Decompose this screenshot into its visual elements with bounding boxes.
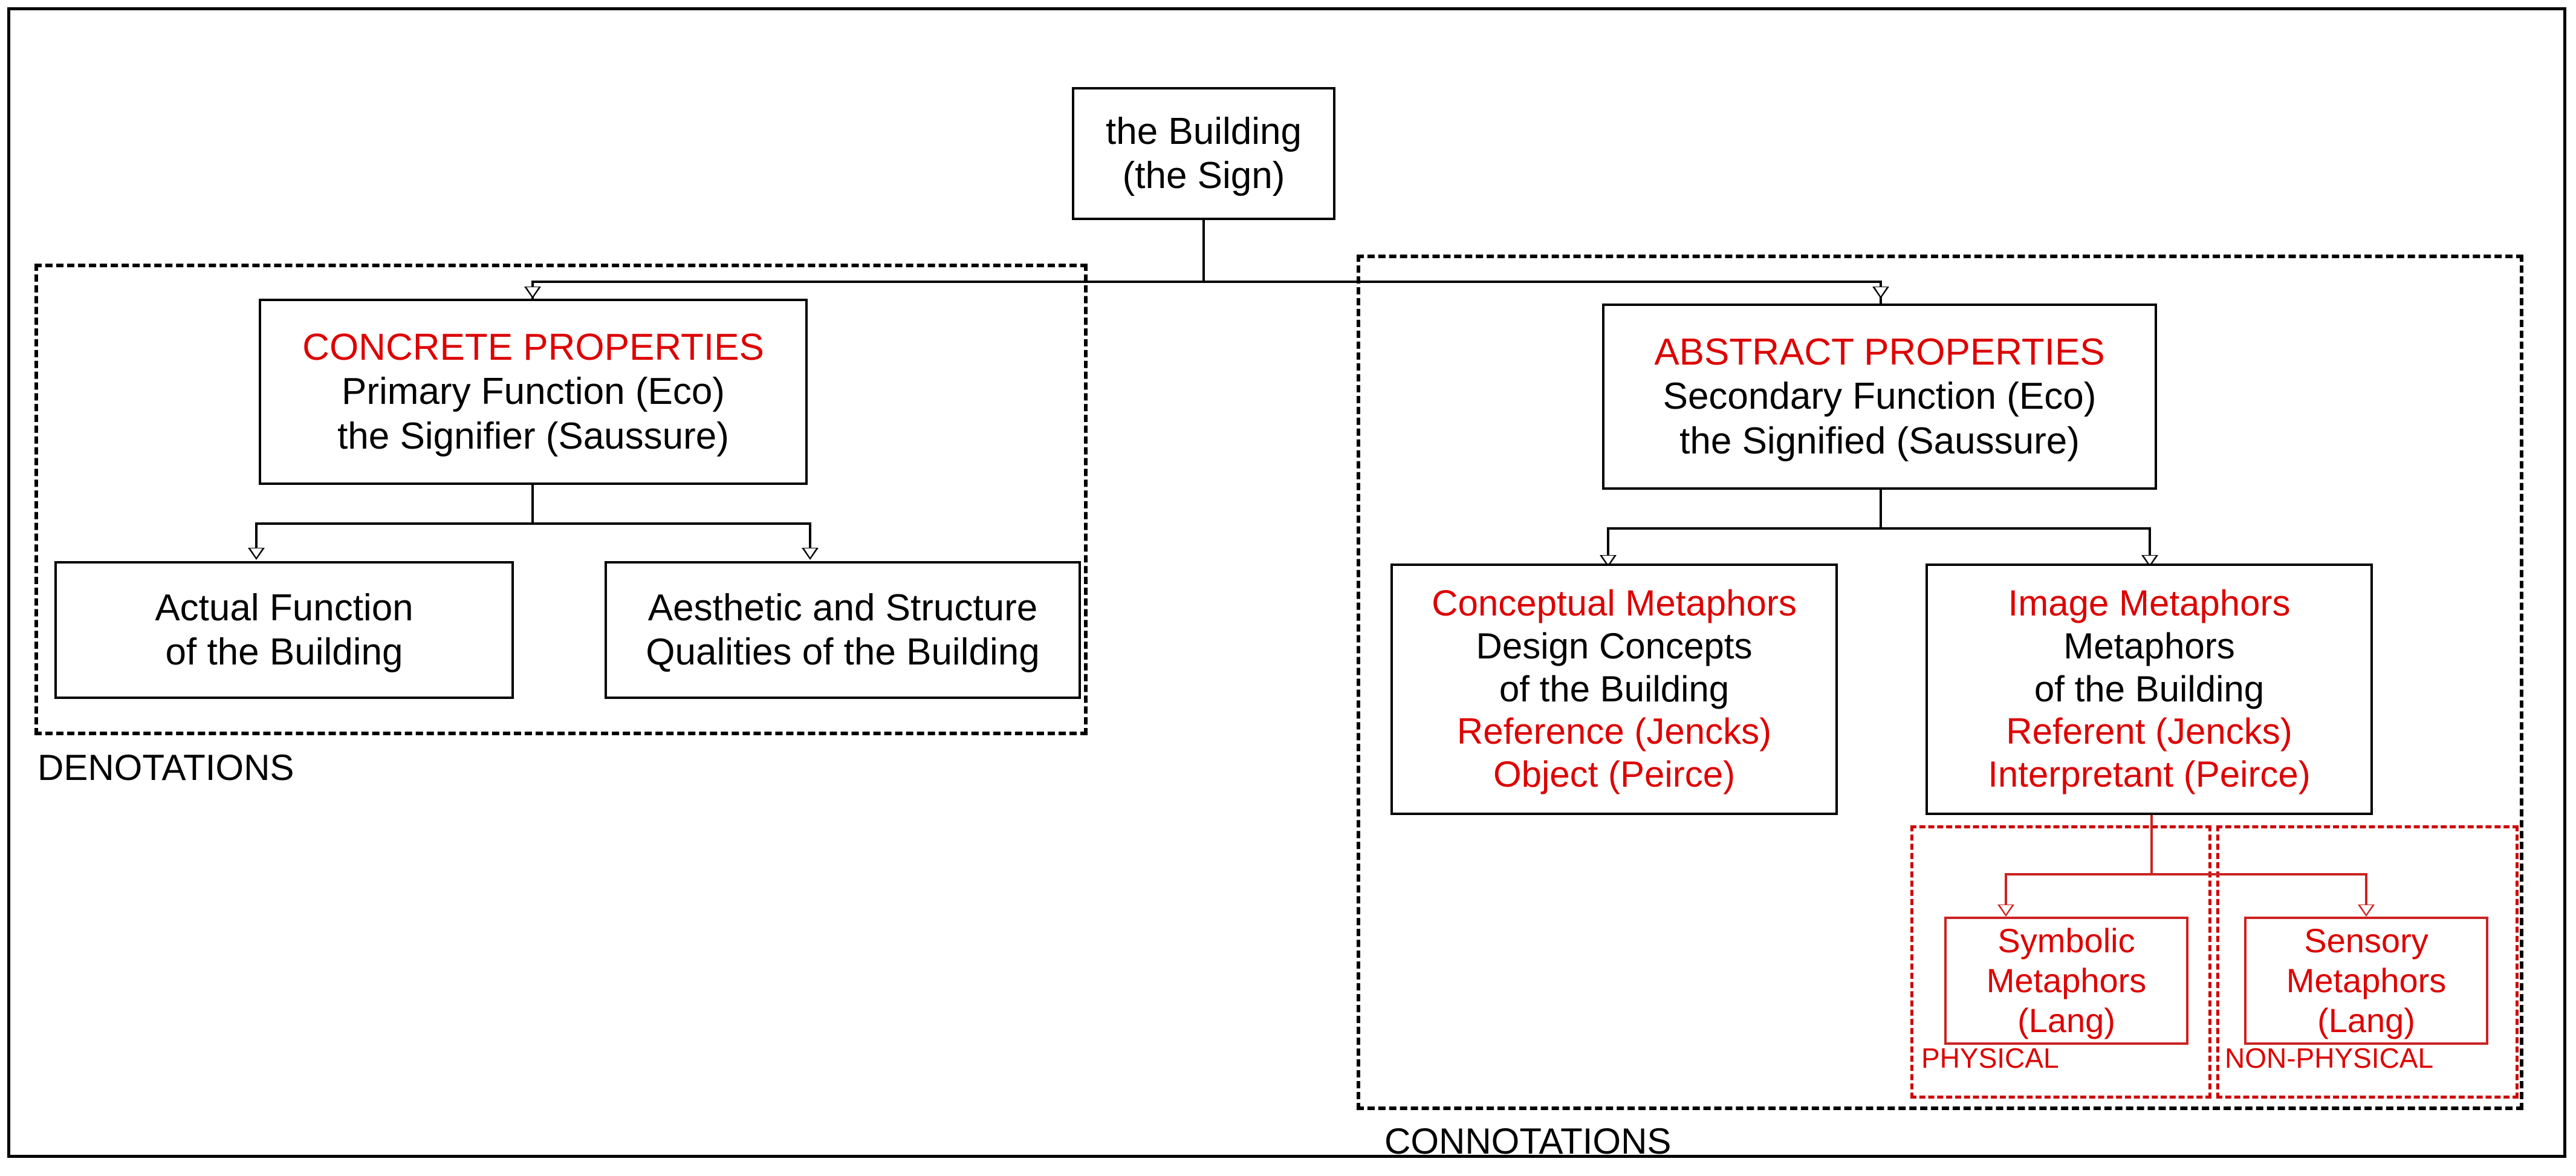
connector-root-bus (531, 281, 1882, 283)
connector-root-right-drop (1880, 281, 1882, 318)
node-the-building-sign[interactable]: the Building (the Sign) (1072, 87, 1335, 220)
node-image-metaphors[interactable]: Image Metaphors Metaphors of the Buildin… (1926, 564, 2373, 815)
node-conceptual-metaphors[interactable]: Conceptual Metaphors Design Concepts of … (1390, 564, 1838, 815)
group-connotations (1357, 255, 2523, 1110)
node-actual-function[interactable]: Actual Function of the Building (54, 561, 514, 699)
connector-abstract-bus (1607, 527, 2151, 530)
node-line: Secondary Function (Eco) (1663, 375, 2097, 418)
node-line: CONCRETE PROPERTIES (302, 326, 764, 369)
group-non-physical (2216, 825, 2519, 1099)
group-physical (1910, 825, 2211, 1099)
arrowhead-to-concrete-properties (524, 287, 541, 299)
node-symbolic-metaphors[interactable]: Symbolic Metaphors (Lang) (1944, 917, 2188, 1045)
node-line: of the Building (1499, 668, 1730, 709)
arrowhead-to-actual-function (248, 548, 265, 560)
node-line: (Lang) (2317, 1001, 2415, 1040)
arrowhead-to-symbolic-metaphors (1997, 905, 2014, 917)
node-aesthetic-structure[interactable]: Aesthetic and Structure Qualities of the… (605, 561, 1081, 699)
node-line: the Signifier (Saussure) (337, 415, 729, 457)
node-sensory-metaphors[interactable]: Sensory Metaphors (Lang) (2244, 917, 2488, 1045)
arrowhead-to-abstract-properties (1872, 287, 1889, 299)
node-line: Design Concepts (1476, 625, 1753, 666)
node-abstract-properties[interactable]: ABSTRACT PROPERTIES Secondary Function (… (1602, 304, 2157, 490)
connector-abstract-right-drop (2149, 527, 2151, 559)
node-line: of the Building (2034, 668, 2265, 709)
group-label-denotations: DENOTATIONS (37, 747, 294, 788)
arrowhead-to-aesthetic-structure (802, 548, 819, 560)
node-line: Metaphors (2063, 625, 2235, 666)
node-line: the Building (1105, 110, 1302, 152)
node-line: Qualities of the Building (646, 631, 1040, 673)
arrowhead-to-sensory-metaphors (2358, 905, 2375, 917)
node-concrete-properties[interactable]: CONCRETE PROPERTIES Primary Function (Ec… (259, 299, 808, 485)
group-label-physical: PHYSICAL (1921, 1042, 2059, 1074)
node-line: Object (Peirce) (1493, 754, 1736, 795)
node-line: Referent (Jencks) (2006, 711, 2292, 752)
connector-concrete-left-drop (255, 522, 258, 551)
connector-concrete-stem (531, 484, 534, 524)
node-line: Symbolic (1997, 921, 2135, 960)
node-line: Primary Function (Eco) (342, 371, 725, 413)
connector-image-metaphors-bus (2005, 873, 2367, 876)
node-line: Metaphors (1986, 961, 2147, 999)
node-line: Aesthetic and Structure (647, 586, 1038, 629)
node-line: Interpretant (Peirce) (1988, 754, 2311, 795)
node-line: Conceptual Metaphors (1432, 583, 1797, 623)
connector-abstract-left-drop (1607, 527, 1609, 559)
group-denotations (34, 264, 1088, 735)
connector-image-metaphors-stem (2150, 813, 2153, 875)
connector-root-stem (1202, 219, 1205, 283)
node-line: Reference (Jencks) (1456, 711, 1772, 752)
node-line: ABSTRACT PROPERTIES (1654, 331, 2105, 374)
node-line: Image Metaphors (2008, 583, 2291, 623)
group-label-non-physical: NON-PHYSICAL (2225, 1042, 2434, 1074)
connector-sensory-drop (2365, 873, 2367, 908)
node-line: Actual Function (155, 586, 414, 629)
node-line: the Signified (Saussure) (1679, 420, 2080, 462)
group-label-connotations: CONNOTATIONS (1384, 1121, 1672, 1161)
node-line: (Lang) (2017, 1001, 2115, 1040)
node-line: Metaphors (2286, 961, 2447, 999)
connector-symbolic-drop (2005, 873, 2007, 908)
connector-abstract-stem (1880, 489, 1882, 528)
node-line: Sensory (2304, 921, 2428, 960)
connector-concrete-bus (255, 522, 811, 525)
node-line: (the Sign) (1122, 155, 1285, 197)
node-line: of the Building (165, 631, 403, 673)
connector-concrete-right-drop (809, 522, 811, 551)
